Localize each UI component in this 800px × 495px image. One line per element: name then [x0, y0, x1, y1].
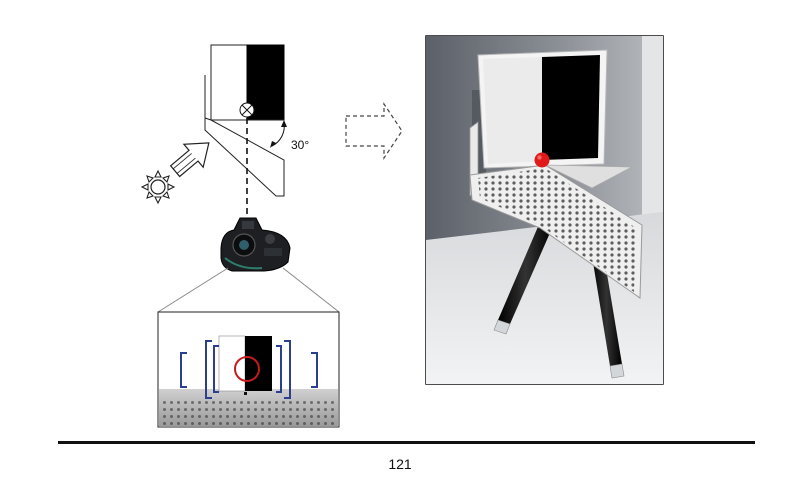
af-brackets: [180, 340, 318, 399]
schematic-diagram: 30°: [140, 44, 403, 428]
arrow-icon: [169, 142, 210, 178]
tripod-leg-left: [498, 222, 553, 324]
cross-circle-icon: [239, 102, 255, 118]
tripod-leg-right: [591, 250, 622, 366]
target-marker-dot: [534, 152, 550, 168]
viewfinder-inset: [157, 311, 340, 428]
camera-icon: [220, 217, 291, 272]
inclined-plate: [204, 117, 285, 197]
inclined-strip: [469, 121, 643, 299]
angle-label: 30°: [291, 138, 309, 152]
sun-icon: [140, 169, 176, 205]
target-card: [477, 49, 608, 169]
page-number: 121: [388, 456, 412, 472]
focus-ring: [234, 356, 260, 382]
footer-rule: [58, 441, 755, 444]
photo-panel: [425, 35, 664, 385]
dashed-arrow-icon: [345, 102, 403, 160]
